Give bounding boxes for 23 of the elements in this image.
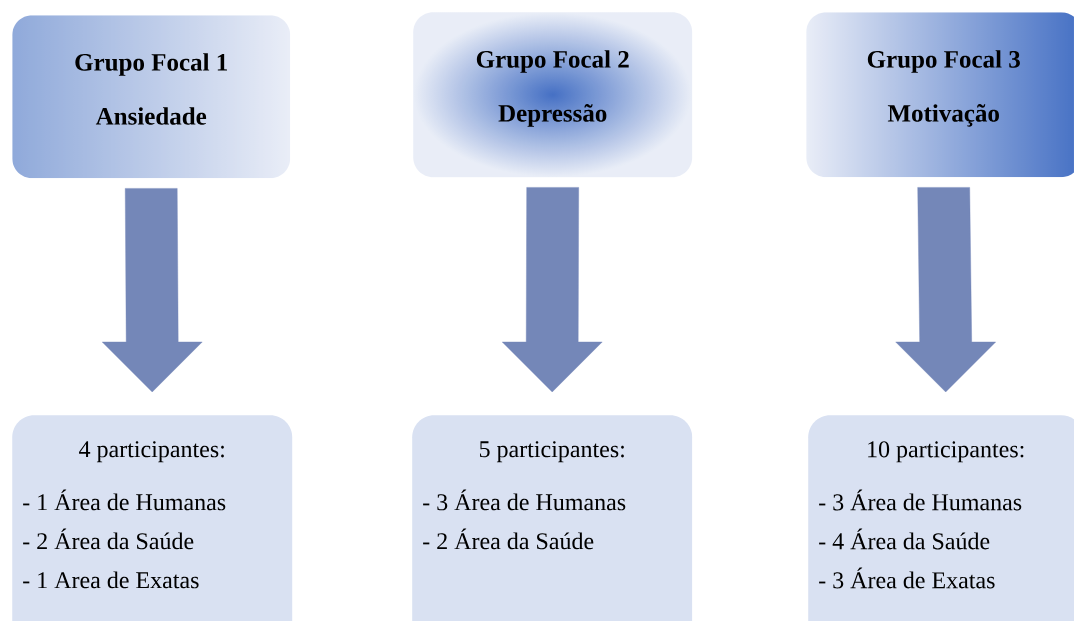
participants-box: [12, 415, 293, 621]
box-title: Grupo Focal 3: [867, 50, 1020, 73]
block-arrow: [895, 187, 996, 393]
box-title: Grupo Focal 2: [476, 50, 629, 73]
participants-box: [412, 415, 693, 621]
box-title: Ansiedade: [95, 107, 207, 125]
list-item: - 4 Área da Saúde: [819, 528, 990, 550]
box-heading: 4 participantes:: [79, 441, 224, 463]
list-item: - 3 Área de Exatas: [819, 567, 995, 589]
list-item: - 1 Área de Humanas: [23, 489, 226, 511]
list-item: - 1 Area de Exatas: [23, 571, 199, 589]
list-item: - 2 Área da Saúde: [423, 528, 594, 550]
participants-box: [808, 415, 1074, 621]
block-arrow: [102, 188, 203, 393]
list-item: - 3 Área de Humanas: [819, 489, 1022, 511]
list-item: - 3 Área de Humanas: [423, 489, 626, 511]
box-title: Depressão: [498, 104, 607, 127]
list-item: - 2 Área da Saúde: [23, 528, 194, 550]
block-arrow: [502, 187, 603, 393]
box-heading: 5 participantes:: [479, 441, 624, 463]
box-heading: 10 participantes:: [868, 441, 1024, 463]
box-title: Motivação: [887, 104, 999, 127]
box-title: Grupo Focal 1: [75, 53, 227, 76]
